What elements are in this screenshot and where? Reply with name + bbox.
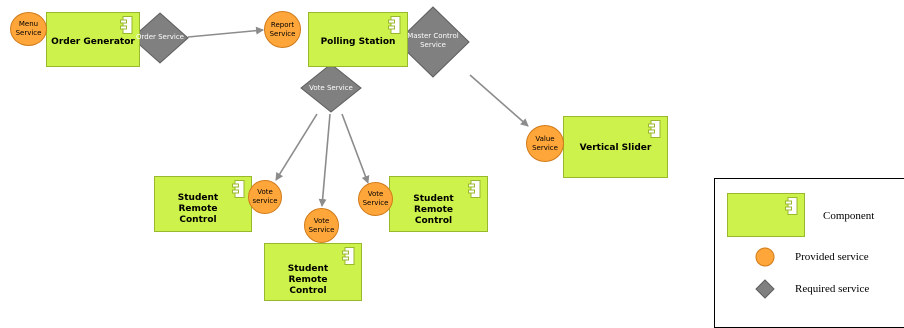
connector-order-service	[187, 26, 264, 38]
required-service-master-control-diamond	[396, 6, 470, 78]
provided-service-vote-2: Vote Service	[304, 208, 339, 243]
component-icon	[468, 180, 481, 198]
legend: Component Provided service Required serv…	[714, 178, 904, 328]
component-icon	[388, 16, 401, 34]
legend-provided-label: Provided service	[795, 251, 869, 263]
component-icon	[648, 120, 661, 138]
required-service-vote-diamond	[300, 63, 362, 113]
legend-required-label: Required service	[795, 283, 870, 295]
required-service-order-diamond	[131, 12, 189, 64]
component-icon	[342, 247, 355, 265]
component-label: Student Remote Control	[177, 193, 219, 225]
component-polling-station: Polling Station	[308, 12, 408, 67]
provided-service-vote-3: Vote Service	[358, 182, 393, 216]
connector-vote-service-3	[341, 113, 370, 184]
component-icon	[232, 180, 245, 198]
component-icon	[785, 197, 798, 215]
component-icon	[120, 16, 133, 34]
component-student-remote-control-1: Student Remote Control	[154, 176, 252, 232]
provided-service-menu: Menu Service	[10, 12, 47, 46]
legend-component-swatch	[727, 193, 805, 237]
component-label: Order Generator	[51, 37, 135, 47]
component-label: Vertical Slider	[579, 143, 652, 153]
provided-service-value: Value Service	[526, 125, 564, 162]
connector-layer	[131, 6, 529, 207]
component-label: Student Remote Control	[413, 194, 454, 226]
legend-required-swatch	[755, 279, 775, 299]
connector-vote-service-2	[318, 113, 331, 207]
component-label: Polling Station	[320, 37, 396, 47]
component-vertical-slider: Vertical Slider	[563, 116, 668, 178]
component-student-remote-control-2: Student Remote Control	[264, 243, 362, 301]
component-diagram: Order Generator Polling Station Vertical…	[10, 6, 904, 328]
component-student-remote-control-3: Student Remote Control	[389, 176, 488, 232]
connector-master-control-service	[469, 74, 529, 127]
provided-service-vote-1: Vote service	[248, 180, 282, 214]
required-service-master-control-label: Master Control Service	[407, 32, 459, 49]
required-service-vote-label: Vote Service	[309, 84, 353, 92]
legend-provided-swatch	[755, 247, 775, 267]
provided-service-report: Report Service	[264, 11, 301, 48]
component-order-generator: Order Generator	[46, 12, 140, 67]
connector-vote-service-1	[275, 113, 318, 181]
required-service-order-label: Order Service	[136, 33, 184, 41]
legend-component-label: Component	[823, 210, 875, 222]
component-label: Student Remote Control	[287, 264, 329, 296]
